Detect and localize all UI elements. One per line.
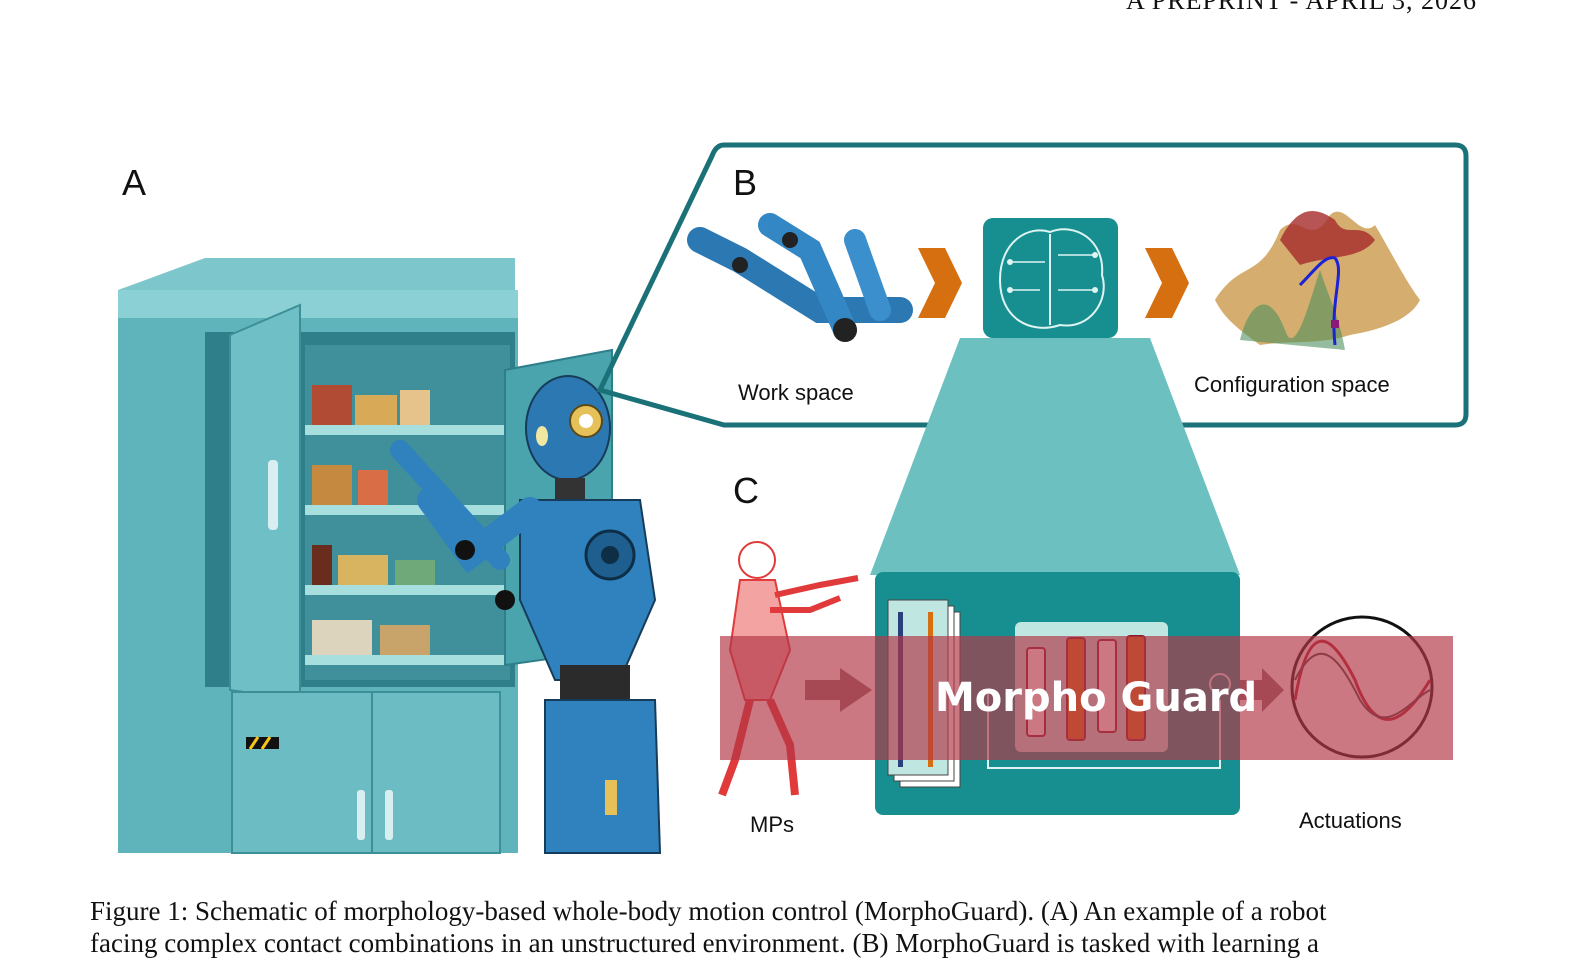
- figure-1: Morpho Guard A B C Work space Configurat…: [0, 0, 1585, 880]
- panel-label-b: B: [733, 162, 757, 204]
- figure-caption: Figure 1: Schematic of morphology-based …: [90, 895, 1498, 959]
- morpho-guard-label: Morpho Guard: [935, 675, 1257, 721]
- configuration-space-label: Configuration space: [1194, 372, 1390, 398]
- caption-line: Figure 1: Schematic of morphology-based …: [90, 895, 1498, 927]
- caption-line: facing complex contact combinations in a…: [90, 927, 1498, 959]
- configuration-space-surface-illustration: [1215, 211, 1420, 350]
- work-space-arms-illustration: [700, 225, 900, 342]
- chevron-arrow-icon: [918, 248, 962, 318]
- work-space-label: Work space: [738, 380, 854, 406]
- brain-circuit-icon: [870, 218, 1240, 575]
- chevron-arrow-icon: [1145, 248, 1189, 318]
- panel-label-c: C: [733, 470, 759, 512]
- panel-label-a: A: [122, 162, 146, 204]
- mps-label: MPs: [750, 812, 794, 838]
- actuations-label: Actuations: [1299, 808, 1402, 834]
